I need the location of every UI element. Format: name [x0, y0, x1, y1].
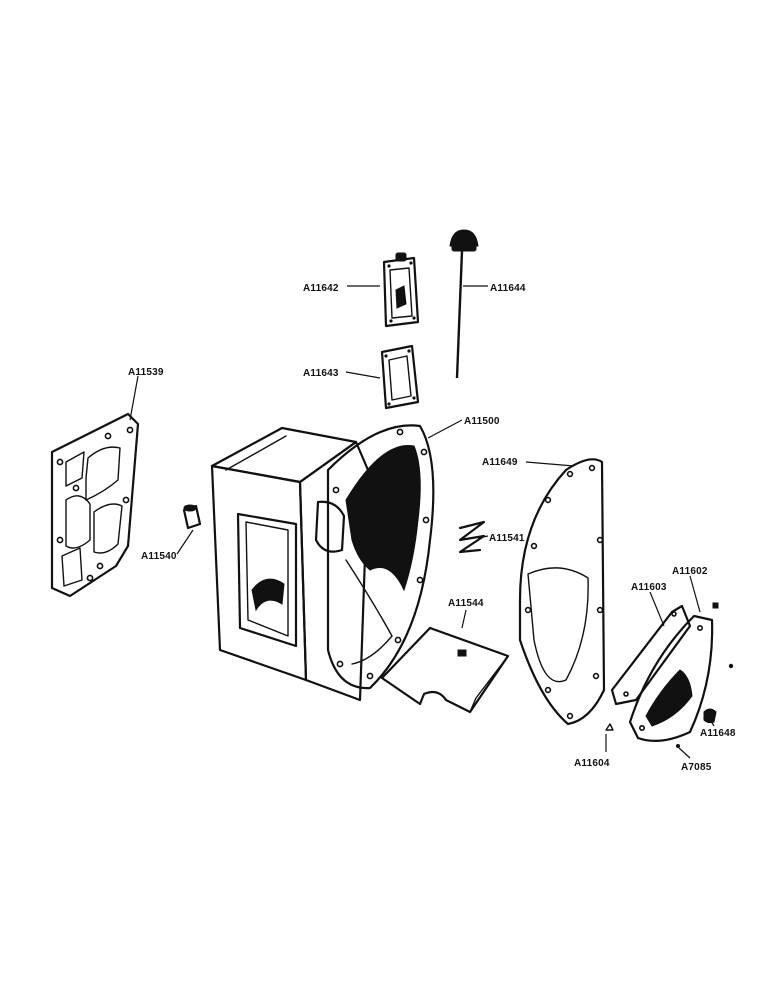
label-a7085: A7085: [681, 762, 712, 773]
bearing-cover-part: [628, 614, 714, 743]
label-a11649: A11649: [482, 457, 518, 468]
inspection-cover-part: [382, 252, 420, 328]
leader-lines: [129, 285, 715, 759]
small-gasket-part: [610, 604, 692, 706]
transmission-housing-part: [210, 424, 435, 702]
bell-gasket-part: [518, 458, 606, 726]
dipstick-part: [449, 229, 479, 379]
small-fasteners: [605, 602, 734, 748]
cover-gasket-part: [380, 344, 420, 410]
label-a11539: A11539: [128, 367, 164, 378]
label-a11544: A11544: [448, 598, 484, 609]
label-a11648: A11648: [700, 728, 736, 739]
cover-plate-part: [380, 626, 510, 714]
spring-part: [458, 520, 486, 554]
label-a11642: A11642: [303, 283, 339, 294]
label-a11604: A11604: [574, 758, 610, 769]
label-a11500: A11500: [464, 416, 500, 427]
part-labels: A11642 A11644 A11643 A11539 A11500 A1164…: [128, 283, 736, 773]
label-a11540: A11540: [141, 551, 177, 562]
label-a11541: A11541: [489, 533, 525, 544]
label-a11644: A11644: [490, 283, 526, 294]
label-a11603: A11603: [631, 582, 667, 593]
label-a11602: A11602: [672, 566, 708, 577]
label-a11643: A11643: [303, 368, 339, 379]
large-gasket-part: [50, 412, 140, 598]
plug-part: [182, 504, 202, 530]
